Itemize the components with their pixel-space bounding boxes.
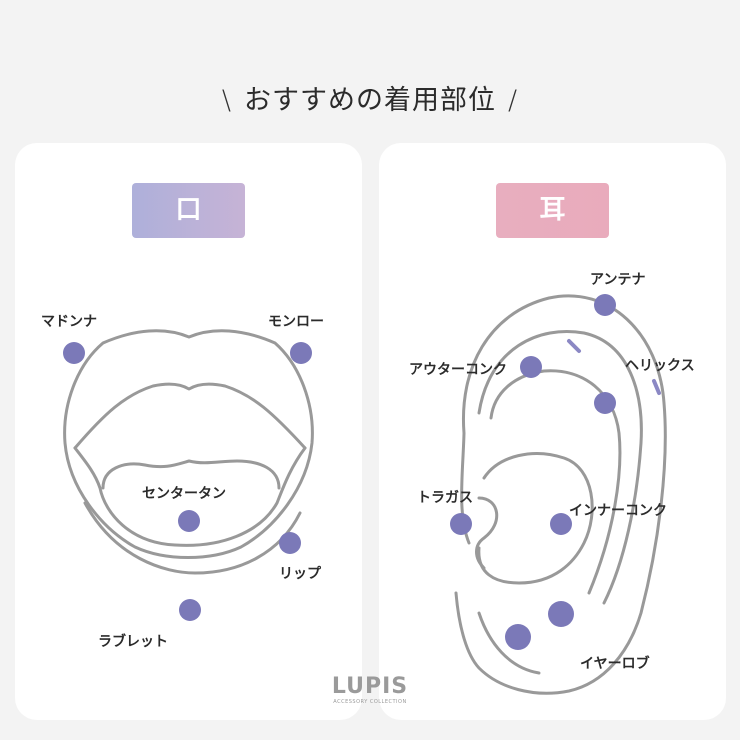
page-heading: \ おすすめの着用部位 / [0,78,740,117]
logo-subtitle: ACCESSORY COLLECTION [333,699,407,705]
inner-conch-label: インナーコンク [569,503,667,519]
tragus-dot [450,513,472,535]
ear-card: 耳 アンテナ ヘリックス [379,143,726,720]
ear-outer-helix [454,294,667,695]
madonna-label: マドンナ [41,314,97,330]
lupis-logo: LUPIS ACCESSORY COLLECTION [325,676,415,706]
monroe-label: モンロー [268,314,324,330]
earlobe-label: イヤーロブ [580,656,650,672]
madonna-dot [63,342,85,364]
labret-dot [179,599,201,621]
center-tongue-label: センタータン [142,486,226,502]
mouth-card: 口 マドンナ モンロー センタータン リップ ラブレット [15,143,362,720]
heading-left-mark: \ [221,85,232,116]
monroe-dot [290,342,312,364]
helix-rim-2 [652,379,661,395]
helix-rim-1 [567,339,581,353]
ear-badge: 耳 [496,183,609,238]
helix-label: ヘリックス [625,358,695,374]
earlobe-dot-2 [505,624,531,650]
ear-illustration [450,294,667,695]
helix-dot [594,392,616,414]
ear-lobe-line [477,611,541,675]
lip-dot [279,532,301,554]
labret-label: ラブレット [98,634,168,650]
lip-label: リップ [279,566,321,582]
lower-inner-lip [83,501,302,575]
earlobe-dot-1 [548,601,574,627]
ear-concha [477,452,594,585]
heading-title: おすすめの着用部位 [244,85,496,116]
antenna-label: アンテナ [590,272,646,288]
lips-outline [63,329,314,559]
tragus-label: トラガス [417,490,473,506]
outer-conch-dot [520,356,542,378]
ear-tragus [475,496,499,570]
heading-right-mark: / [508,85,519,116]
antenna-dot [594,294,616,316]
center-tongue-dot [178,510,200,532]
logo-word: LUPIS [331,674,409,699]
outer-conch-label: アウターコンク [409,362,507,378]
mouth-illustration [63,329,314,621]
upper-inner-lip [73,382,307,450]
tongue-outline [73,446,307,547]
mouth-badge: 口 [132,183,245,238]
tongue-top [101,459,281,490]
inner-conch-dot [550,513,572,535]
ear-inner-helix [477,330,643,605]
